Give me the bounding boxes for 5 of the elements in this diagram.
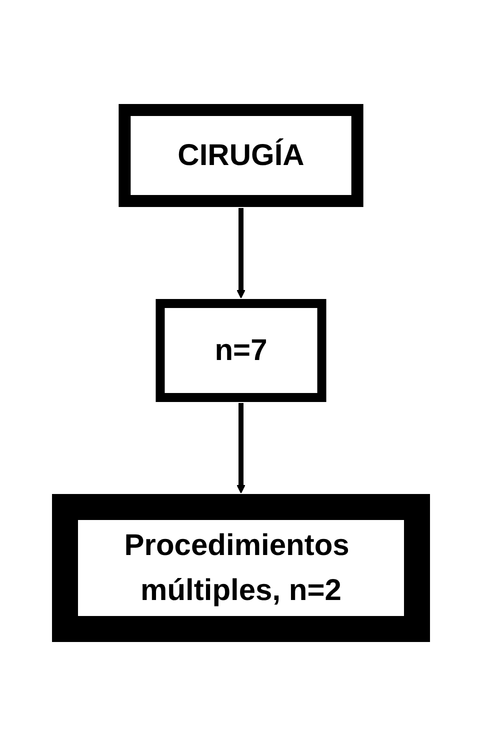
arrow bbox=[236, 402, 245, 493]
node-box: n=7 bbox=[155, 298, 326, 402]
node-box: CIRUGÍA bbox=[118, 104, 363, 206]
node-box: Procedimientos múltiples, n=2 bbox=[52, 494, 430, 642]
arrow bbox=[236, 208, 245, 298]
